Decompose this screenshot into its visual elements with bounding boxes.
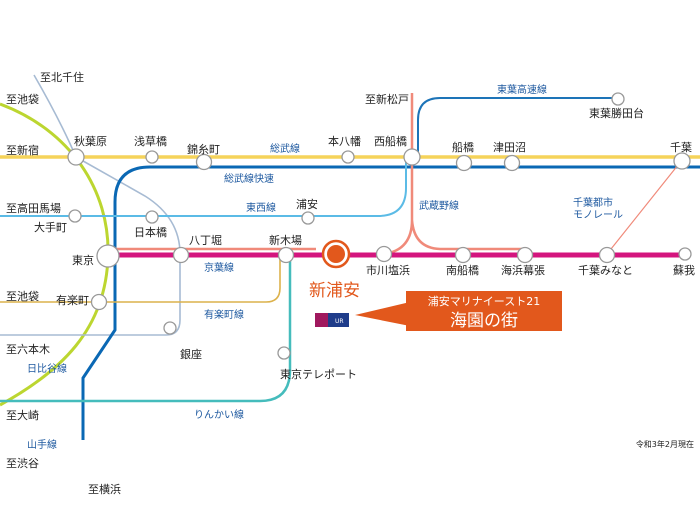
label-hatchobori: 八丁堀 (189, 234, 222, 247)
label-nihonbashi: 日本橋 (134, 225, 167, 239)
station-akihabara[interactable] (67, 148, 85, 166)
label-shinkiba: 新木場 (269, 233, 302, 247)
terminal-osaki: 至大崎 (6, 408, 39, 422)
tozai-line (0, 160, 407, 217)
line-label-keiyo: 京葉線 (204, 261, 234, 274)
label-ginza: 銀座 (180, 347, 202, 361)
station-ginza[interactable] (163, 321, 177, 335)
terminal-ikebukuro: 至池袋 (6, 92, 39, 106)
line-label-musashino: 武蔵野線 (419, 199, 459, 212)
station-funabashi[interactable] (455, 154, 473, 172)
label-motoyawata: 本八幡 (328, 134, 361, 148)
label-asakusabashi: 浅草橋 (134, 134, 167, 148)
hibiya-line (0, 74, 181, 336)
station-ichikawashiohama[interactable] (375, 245, 393, 263)
label-soga: 蘇我 (673, 264, 695, 277)
station-soga[interactable] (678, 247, 692, 261)
rinkai-line (0, 258, 292, 403)
callout-title: 海園の街 (450, 311, 518, 331)
terminal-yokohama: 至横浜 (88, 482, 121, 496)
terminal-shinjuku: 至新宿 (6, 143, 39, 157)
property-callout[interactable]: 浦安マリナイースト21 海園の街 (355, 291, 562, 331)
sobu-rapid-line (81, 165, 700, 440)
station-toyokatsutadai[interactable] (611, 92, 625, 106)
station-otemachi[interactable] (68, 209, 82, 223)
terminal-shinmatsudo: 至新松戸 (365, 92, 409, 106)
station-chiba[interactable] (673, 152, 691, 170)
label-tokyoteleport: 東京テレポート (280, 367, 357, 381)
label-toyokatsutadai: 東葉勝田台 (589, 106, 644, 120)
line-label-rinkai: りんかい線 (194, 408, 244, 421)
line-label-yurakucho: 有楽町線 (204, 308, 244, 321)
label-kaihinmakuhari: 海浜幕張 (501, 263, 545, 277)
terminal-roppongi: 至六本木 (6, 342, 50, 356)
yurakucho-line (0, 258, 281, 303)
line-label-hibiya: 日比谷線 (27, 362, 67, 375)
line-label-monorail-2: モノレール (573, 210, 623, 221)
monorail-line (606, 159, 683, 255)
label-kinshicho: 錦糸町 (187, 142, 220, 156)
line-label-monorail-1: 千葉都市 (573, 196, 613, 209)
label-ichikawashiohama: 市川塩浜 (366, 263, 410, 277)
station-chibaminato[interactable] (598, 246, 616, 264)
station-yurakucho[interactable] (90, 293, 108, 311)
line-label-tozai: 東西線 (246, 201, 276, 214)
station-tokyoteleport[interactable] (277, 346, 291, 360)
svg-text:UR: UR (335, 318, 344, 325)
station-kinshicho[interactable] (195, 153, 213, 171)
line-label-sobu: 総武線 (270, 142, 300, 155)
station-hatchobori[interactable] (172, 246, 190, 264)
station-shinkiba[interactable] (277, 246, 295, 264)
ur-logo: UR (315, 313, 349, 327)
musashino-line (108, 93, 525, 256)
station-kaihinmakuhari[interactable] (516, 246, 534, 264)
label-chiba: 千葉 (670, 140, 692, 154)
label-otemachi: 大手町 (34, 220, 67, 234)
terminal-shibuya: 至渋谷 (6, 457, 39, 470)
line-label-yamanote: 山手線 (27, 438, 57, 451)
toyo-line (417, 97, 618, 157)
callout-subtitle: 浦安マリナイースト21 (428, 294, 540, 308)
station-asakusabashi[interactable] (145, 150, 159, 164)
label-nishifunabashi: 西船橋 (374, 134, 407, 148)
label-urayasu: 浦安 (296, 197, 318, 211)
station-tsudanuma[interactable] (503, 154, 521, 172)
station-nihonbashi[interactable] (145, 210, 159, 224)
label-tokyo: 東京 (72, 253, 94, 267)
label-minamifunabashi: 南船橋 (446, 263, 479, 277)
label-funabashi: 船橋 (452, 140, 474, 154)
line-label-toyo: 東葉高速線 (497, 83, 547, 96)
label-tsudanuma: 津田沼 (493, 140, 526, 154)
terminal-ikebukuro-2: 至池袋 (6, 289, 39, 303)
label-akihabara: 秋葉原 (74, 134, 107, 148)
date-note: 令和3年2月現在 (636, 439, 694, 449)
label-shinurayasu: 新浦安 (309, 281, 360, 301)
station-minamifunabashi[interactable] (454, 246, 472, 264)
terminal-kitasenju: 至北千住 (40, 70, 84, 84)
station-shinurayasu-marker[interactable] (321, 239, 351, 269)
station-nishifunabashi[interactable] (403, 148, 421, 166)
station-tokyo[interactable] (96, 244, 120, 268)
line-label-sobu-rapid: 総武線快速 (224, 172, 274, 185)
terminal-takadanobaba: 至高田馬場 (6, 201, 61, 215)
label-chibaminato: 千葉みなと (578, 263, 633, 277)
station-urayasu[interactable] (301, 211, 315, 225)
station-motoyawata[interactable] (341, 150, 355, 164)
label-yurakucho: 有楽町 (56, 293, 89, 307)
